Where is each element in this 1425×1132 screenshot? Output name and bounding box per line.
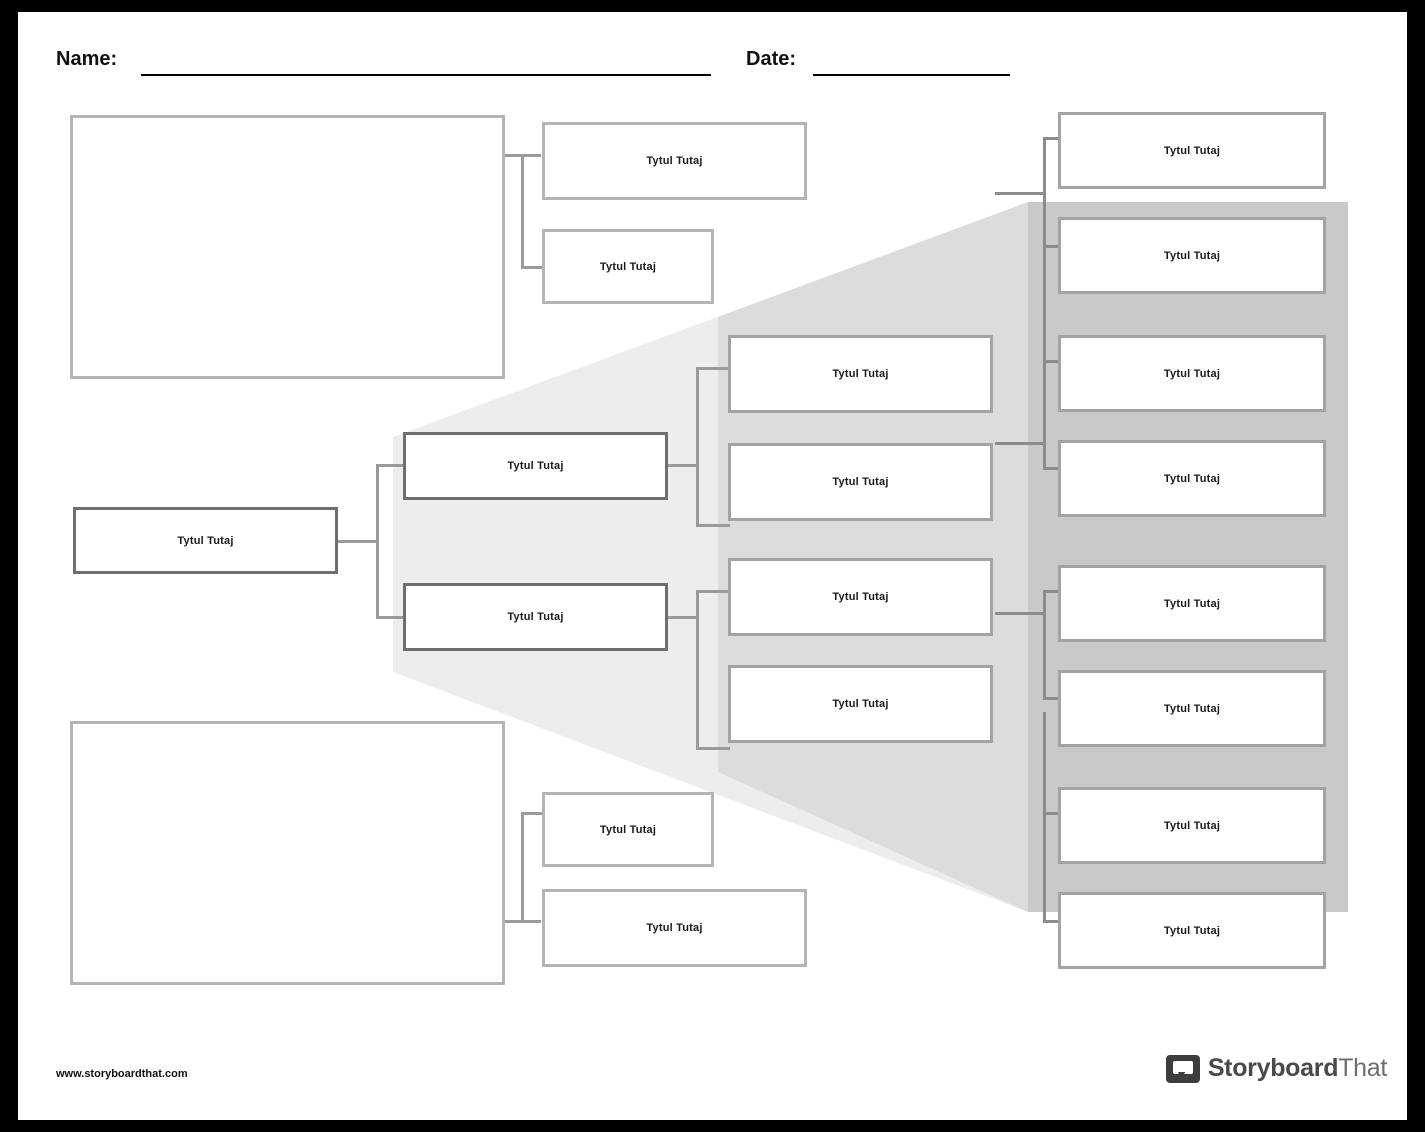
node-label: Tytul Tutaj: [1163, 144, 1221, 157]
node-level3-1[interactable]: Tytul Tutaj: [542, 122, 807, 200]
connector: [666, 464, 698, 467]
connector: [696, 367, 730, 370]
connector: [501, 154, 541, 157]
logo-text: StoryboardThat: [1208, 1054, 1387, 1083]
name-input-line[interactable]: [141, 74, 711, 76]
storyboardthat-logo: StoryboardThat: [1165, 1054, 1387, 1083]
node-level2-4[interactable]: [70, 721, 505, 985]
node-label: Tytul Tutaj: [832, 591, 889, 603]
worksheet-page: Name: Date: Tytul Tutaj: [18, 12, 1407, 1120]
connector: [995, 442, 1045, 445]
connector: [666, 616, 698, 619]
node-level4-3[interactable]: Tytul Tutaj: [1058, 335, 1326, 412]
node-level4-2[interactable]: Tytul Tutaj: [1058, 217, 1326, 294]
node-level4-7[interactable]: Tytul Tutaj: [1058, 787, 1326, 864]
node-label: Tytul Tutaj: [177, 534, 234, 547]
logo-text-bold: Storyboard: [1207, 1054, 1339, 1082]
connector: [696, 524, 730, 527]
node-level4-6[interactable]: Tytul Tutaj: [1058, 670, 1326, 747]
speech-bubble-icon: [1165, 1054, 1200, 1083]
node-level3-8[interactable]: Tytul Tutaj: [542, 889, 807, 967]
node-level2-1[interactable]: [70, 115, 505, 379]
node-level4-8[interactable]: Tytul Tutaj: [1058, 892, 1326, 969]
connector: [521, 154, 524, 269]
node-level3-4[interactable]: Tytul Tutaj: [728, 443, 993, 521]
connector: [995, 192, 1045, 195]
node-label: Tytul Tutaj: [1163, 597, 1221, 610]
date-input-line[interactable]: [813, 74, 1010, 76]
node-label: Tytul Tutaj: [646, 922, 703, 934]
connector: [336, 540, 378, 543]
connector: [1043, 360, 1046, 470]
node-level2-3[interactable]: Tytul Tutaj: [403, 583, 668, 651]
node-label: Tytul Tutaj: [832, 476, 889, 488]
connector: [1043, 137, 1046, 367]
node-level4-4[interactable]: Tytul Tutaj: [1058, 440, 1326, 517]
node-level4-1[interactable]: Tytul Tutaj: [1058, 112, 1326, 189]
node-level1-1[interactable]: Tytul Tutaj: [73, 507, 338, 574]
node-level3-5[interactable]: Tytul Tutaj: [728, 558, 993, 636]
node-label: Tytul Tutaj: [1163, 924, 1221, 937]
node-label: Tytul Tutaj: [1163, 367, 1221, 380]
node-level3-7[interactable]: Tytul Tutaj: [542, 792, 714, 867]
connector: [995, 612, 1045, 615]
node-label: Tytul Tutaj: [599, 823, 657, 836]
connector: [501, 920, 541, 923]
node-level3-6[interactable]: Tytul Tutaj: [728, 665, 993, 743]
node-label: Tytul Tutaj: [646, 155, 703, 167]
connector: [521, 812, 543, 815]
header: Name: Date:: [56, 42, 1056, 82]
node-level2-2[interactable]: Tytul Tutaj: [403, 432, 668, 500]
node-label: Tytul Tutaj: [1163, 249, 1221, 262]
connector: [521, 266, 543, 269]
node-level3-3[interactable]: Tytul Tutaj: [728, 335, 993, 413]
logo-text-thin: That: [1338, 1054, 1387, 1082]
date-label: Date:: [746, 48, 797, 70]
connector: [376, 464, 379, 619]
connector: [376, 616, 404, 619]
connector: [376, 464, 404, 467]
node-label: Tytul Tutaj: [1163, 702, 1221, 715]
connector: [696, 590, 730, 593]
name-label: Name:: [56, 48, 118, 70]
connector: [1043, 712, 1046, 922]
node-label: Tytul Tutaj: [507, 611, 564, 623]
node-label: Tytul Tutaj: [832, 368, 889, 380]
node-label: Tytul Tutaj: [599, 260, 657, 273]
node-label: Tytul Tutaj: [507, 460, 564, 472]
connector: [696, 747, 730, 750]
connector: [1043, 590, 1046, 700]
node-label: Tytul Tutaj: [1163, 472, 1221, 485]
connector: [696, 367, 699, 527]
node-level4-5[interactable]: Tytul Tutaj: [1058, 565, 1326, 642]
connector: [521, 812, 524, 922]
website-url: www.storyboardthat.com: [56, 1068, 188, 1080]
node-label: Tytul Tutaj: [1163, 819, 1221, 832]
node-level3-2[interactable]: Tytul Tutaj: [542, 229, 714, 304]
node-label: Tytul Tutaj: [832, 698, 889, 710]
connector: [696, 590, 699, 750]
